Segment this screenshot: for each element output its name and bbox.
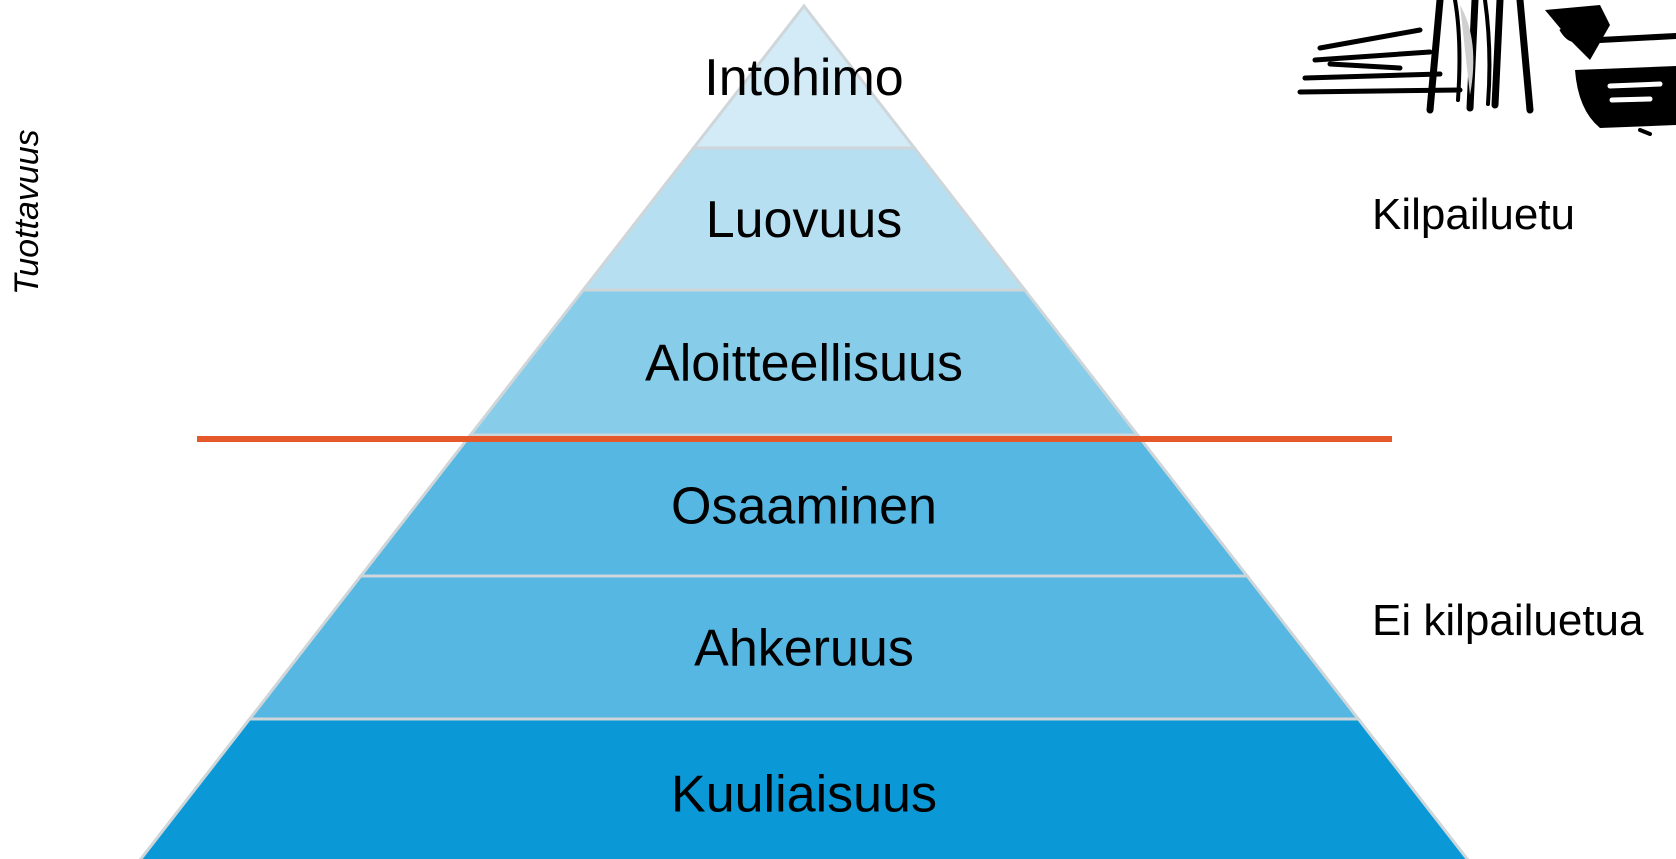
no-competitive-advantage-label: Ei kilpailuetua (1372, 596, 1644, 645)
sketch-illustration-icon (1297, 0, 1676, 136)
tier-label-ahkeruus: Ahkeruus (694, 620, 914, 678)
competitive-advantage-label: Kilpailuetu (1372, 190, 1576, 239)
axis-label-productivity: Tuottavuus (8, 129, 46, 295)
tier-label-kuuliaisuus: Kuuliaisuus (671, 766, 937, 824)
tier-label-osaaminen: Osaaminen (671, 478, 937, 536)
tier-label-aloitteellisuus: Aloitteellisuus (645, 335, 963, 393)
pyramid-tier-kuuliaisuus (138, 717, 1470, 859)
tier-label-luovuus: Luovuus (706, 191, 903, 249)
pyramid-tiers: IntohimoLuovuusAloitteellisuusOsaaminenA… (138, 3, 1470, 859)
tier-label-intohimo: Intohimo (704, 49, 903, 107)
